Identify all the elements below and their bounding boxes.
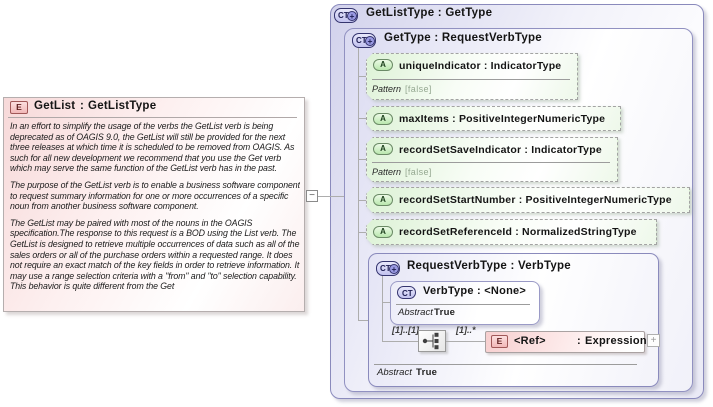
attribute-node-uniqueindicator[interactable]: A uniqueIndicator : IndicatorType Patter… bbox=[366, 53, 578, 100]
connector-line bbox=[358, 48, 359, 320]
sequence-glyph bbox=[422, 332, 439, 350]
element-type: GetListType bbox=[88, 100, 157, 112]
connector-line bbox=[382, 302, 390, 303]
abstract-label: Abstract bbox=[398, 307, 433, 318]
element-icon: E bbox=[491, 335, 508, 348]
complex-type-icon: CT + bbox=[376, 261, 400, 276]
connector-line bbox=[358, 159, 366, 160]
cardinality-label: [1]..[1] bbox=[392, 325, 419, 335]
attribute-label: recordSetSaveIndicator : IndicatorType bbox=[399, 144, 602, 156]
separator: : bbox=[577, 335, 581, 347]
doc-paragraph: In an effort to simplify the usage of th… bbox=[10, 121, 295, 174]
attribute-icon: A bbox=[373, 113, 393, 125]
attribute-node-recordsetsaveindicator[interactable]: A recordSetSaveIndicator : IndicatorType… bbox=[366, 137, 618, 182]
divider bbox=[396, 304, 530, 305]
verbtype-header-label: VerbType : <None> bbox=[423, 285, 527, 297]
ref-element-node[interactable] bbox=[485, 331, 645, 353]
divider bbox=[372, 162, 610, 163]
attribute-icon: A bbox=[373, 226, 393, 238]
connector-line bbox=[358, 232, 366, 233]
facet-name: Pattern bbox=[372, 167, 402, 177]
attribute-label: maxItems : PositiveIntegerNumericType bbox=[399, 113, 606, 125]
expand-badge-icon: + bbox=[389, 263, 399, 274]
abstract-value: True bbox=[416, 367, 438, 378]
expand-badge-icon: + bbox=[347, 10, 357, 21]
abstract-value: True bbox=[434, 307, 456, 318]
connector-line bbox=[358, 200, 366, 201]
documentation-text: In an effort to simplify the usage of th… bbox=[10, 121, 300, 309]
requestverbtype-header-label: RequestVerbType : VerbType bbox=[407, 260, 571, 272]
facet-name: Pattern bbox=[372, 84, 402, 94]
facet-value: [false] bbox=[405, 84, 432, 94]
doc-paragraph: The purpose of the GetList verb is to en… bbox=[10, 179, 300, 212]
gettype-header-label: GetType : RequestVerbType bbox=[384, 32, 542, 44]
attribute-label: recordSetReferenceId : NormalizedStringT… bbox=[399, 226, 637, 238]
complex-type-icon: CT bbox=[397, 286, 416, 299]
cardinality-label: [1]..* bbox=[456, 325, 476, 335]
element-name: <Ref> bbox=[514, 335, 546, 347]
connector-line bbox=[382, 276, 383, 341]
connector-line bbox=[382, 341, 418, 342]
separator: : bbox=[80, 100, 85, 112]
attribute-node-recordsetreferenceid[interactable]: A recordSetReferenceId : NormalizedStrin… bbox=[366, 219, 657, 245]
getlist-element-node[interactable] bbox=[3, 97, 305, 312]
divider bbox=[374, 364, 637, 365]
expand-handle[interactable]: + bbox=[647, 334, 660, 347]
element-type: Expression bbox=[585, 335, 647, 347]
connector-line bbox=[358, 118, 366, 119]
divider bbox=[372, 79, 570, 80]
attribute-node-maxitems[interactable]: A maxItems : PositiveIntegerNumericType bbox=[366, 106, 621, 131]
connector-line bbox=[318, 196, 344, 197]
attribute-icon: A bbox=[373, 143, 393, 155]
connector-line bbox=[446, 341, 485, 342]
attribute-icon: A bbox=[373, 194, 393, 206]
element-icon: E bbox=[10, 101, 28, 114]
connector-line bbox=[358, 320, 368, 321]
complex-type-icon: CT + bbox=[352, 33, 376, 48]
doc-paragraph: The GetList may be paired with most of t… bbox=[10, 217, 300, 292]
connector-line bbox=[358, 76, 366, 77]
abstract-label: Abstract bbox=[377, 367, 412, 378]
divider bbox=[8, 117, 297, 118]
complex-type-icon: CT + bbox=[334, 8, 358, 23]
facet-value: [false] bbox=[405, 167, 432, 177]
sequence-compositor-icon[interactable] bbox=[418, 330, 446, 352]
attribute-node-recordsetstartnumber[interactable]: A recordSetStartNumber : PositiveInteger… bbox=[366, 187, 690, 213]
getlisttype-header-label: GetListType : GetType bbox=[366, 7, 493, 19]
element-name: GetList bbox=[34, 100, 76, 112]
attribute-label: uniqueIndicator : IndicatorType bbox=[399, 60, 562, 72]
expand-badge-icon: + bbox=[365, 35, 375, 46]
collapse-handle[interactable]: − bbox=[306, 190, 318, 202]
attribute-label: recordSetStartNumber : PositiveIntegerNu… bbox=[399, 194, 672, 206]
attribute-icon: A bbox=[373, 59, 393, 71]
